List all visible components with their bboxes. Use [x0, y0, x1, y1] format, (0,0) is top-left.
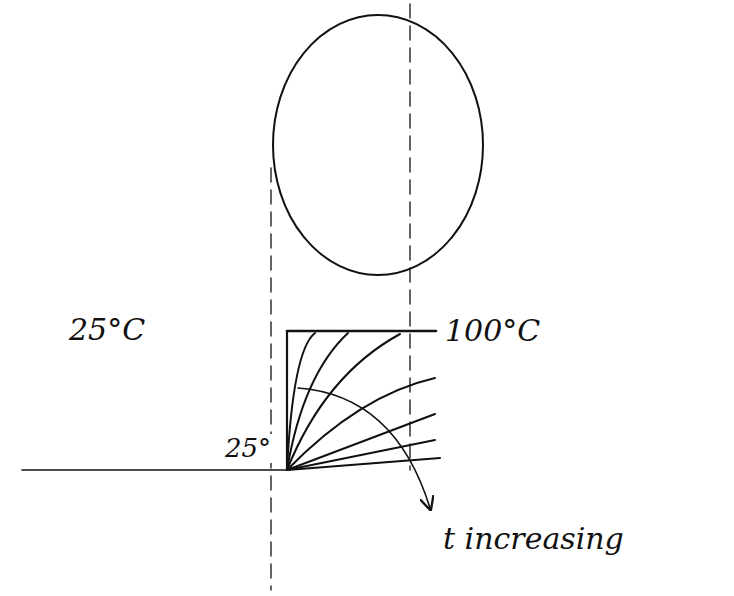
surface-temperature: 100°C: [442, 314, 543, 347]
time-note: t increasing: [440, 522, 627, 555]
time-arrow: [298, 388, 430, 508]
initial-temperature: 25°: [222, 434, 274, 463]
sphere-outline: [273, 15, 483, 275]
centre-dash: [409, 4, 410, 470]
profile-curve: [287, 378, 435, 470]
ambient-temperature: 25°C: [66, 313, 148, 346]
profile-curve: [287, 458, 440, 470]
projection-dash: [270, 168, 271, 590]
profile-curve: [287, 414, 435, 470]
surface-temperature-line: [287, 330, 436, 333]
ambient-line: [22, 469, 287, 471]
